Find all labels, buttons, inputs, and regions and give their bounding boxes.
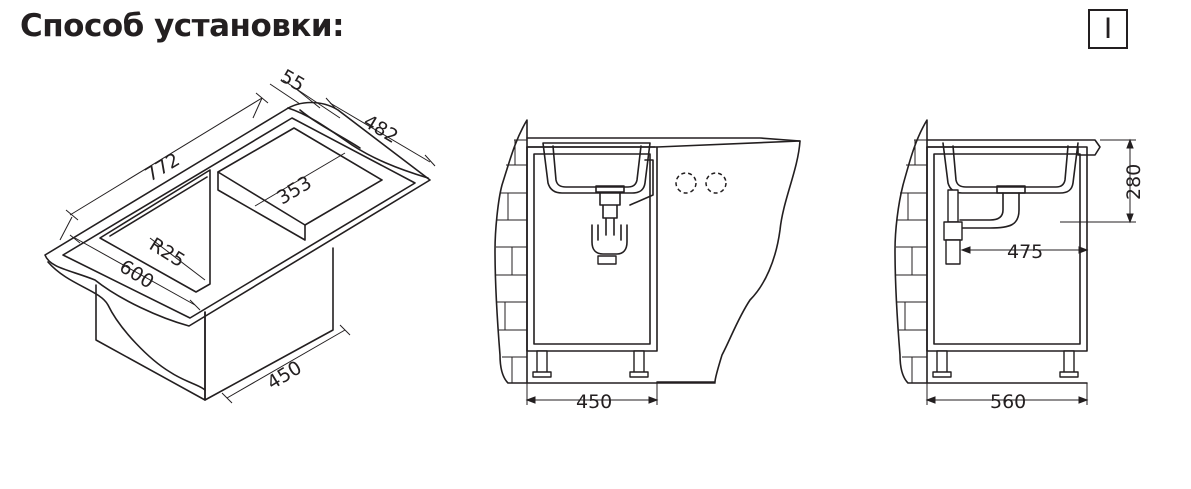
iso-drainer (217, 127, 383, 226)
front-view: 450 (494, 119, 801, 413)
installation-mode-badge: I (1088, 9, 1128, 49)
page-title: Способ установки: (20, 8, 345, 44)
front-brick-wall (494, 119, 528, 384)
front-siphon (591, 192, 628, 255)
dim-overall-length: 772 (141, 149, 183, 187)
dim-cabinet-front: 450 (576, 391, 612, 413)
front-countertop (526, 137, 801, 142)
side-view: 280 475 560 (894, 119, 1145, 413)
dim-drain-offset: 475 (1007, 241, 1043, 263)
side-brick-wall (894, 119, 928, 384)
isometric-view: 772 55 482 353 R25 600 450 (44, 65, 436, 404)
dim-cabinet-depth: 560 (990, 391, 1026, 413)
dim-height: 280 (1123, 164, 1145, 200)
dim-cabinet-iso: 450 (263, 357, 305, 395)
iso-bowl (99, 169, 211, 293)
dim-bowl: 600 (115, 256, 157, 294)
front-tap-hole (675, 172, 697, 194)
front-sink-bowl (542, 142, 651, 194)
dim-drainer: 353 (273, 172, 315, 210)
iso-countertop-edge (47, 261, 206, 391)
side-siphon (959, 192, 1020, 229)
iso-sink-outline (44, 101, 431, 327)
